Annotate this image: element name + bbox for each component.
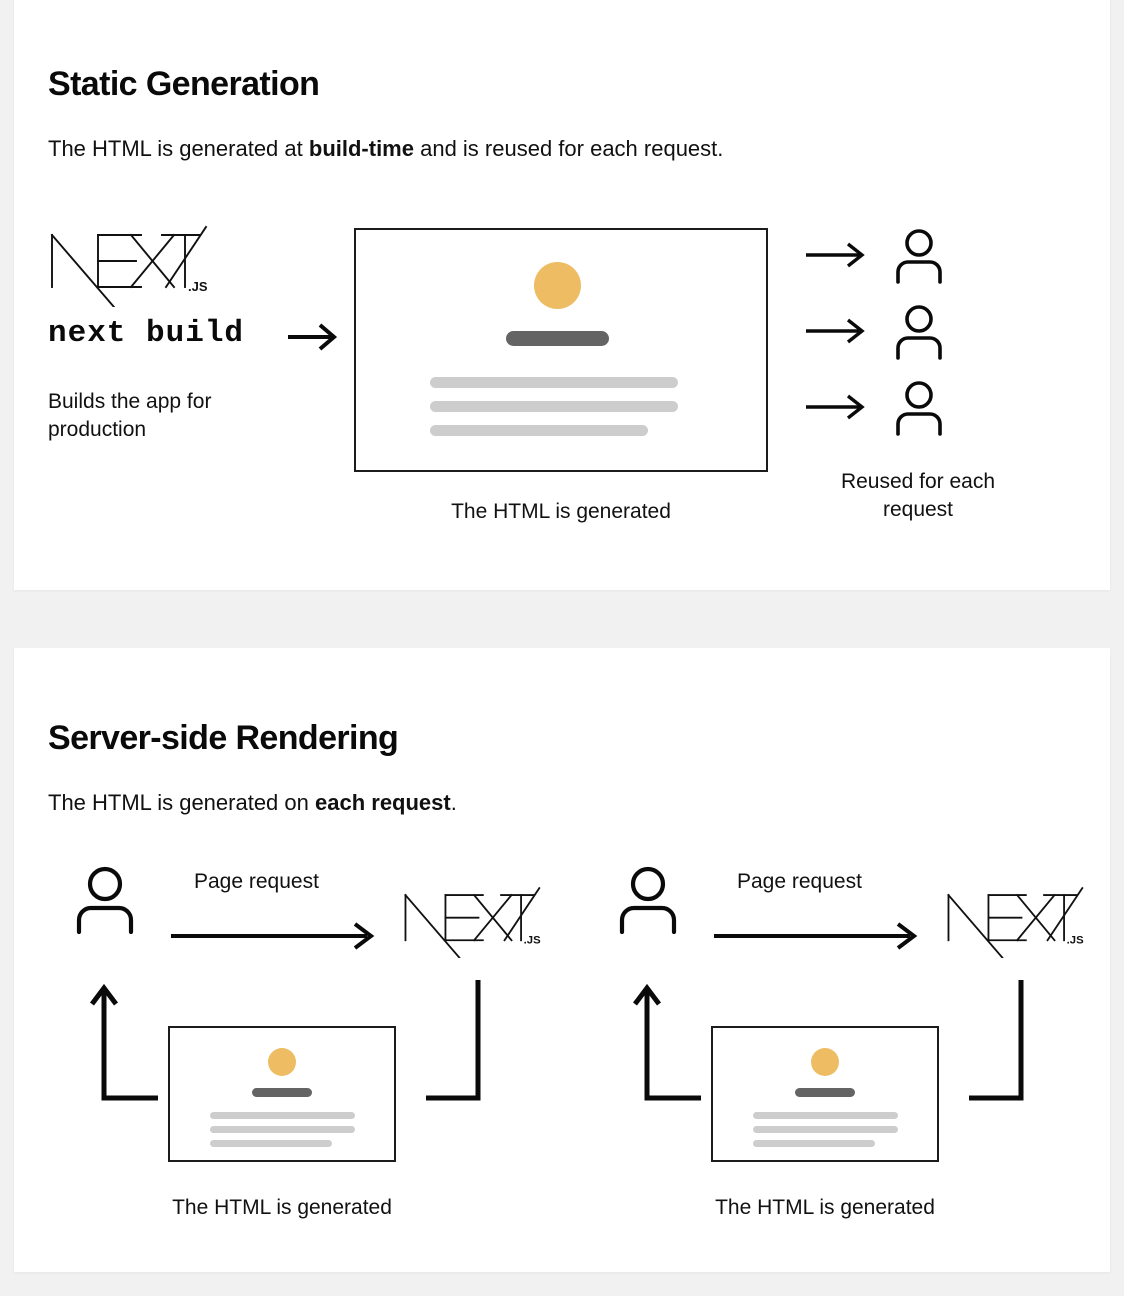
page-mockup-caption: The HTML is generated: [451, 500, 671, 523]
desc-part-3: and is reused for each request.: [413, 136, 724, 161]
arrow-right-icon: [169, 920, 379, 952]
desc-part-1: The HTML is generated on: [48, 790, 315, 815]
render-return-arrow-icon: [86, 978, 162, 1108]
user-icon: [70, 866, 140, 934]
build-note-line-2: production: [48, 418, 147, 442]
nextjs-logo: .JS: [402, 886, 548, 958]
page-mockup-text-line: [210, 1126, 355, 1133]
page-mockup-avatar-circle: [534, 262, 581, 309]
page-mockup-avatar-circle: [268, 1048, 296, 1076]
desc-part-3: .: [450, 790, 457, 815]
page-mockup-text-line: [753, 1126, 898, 1133]
page-mockup-text-line: [753, 1112, 898, 1119]
page-mockup-caption: The HTML is generated: [715, 1196, 935, 1219]
response-connector-line: [965, 978, 1031, 1108]
page-mockup-title-bar: [506, 331, 609, 346]
render-return-arrow-icon: [629, 978, 705, 1108]
page-mockup-text-line: [210, 1112, 355, 1119]
page-request-label: Page request: [194, 870, 319, 893]
page-mockup: [168, 1026, 396, 1162]
server-side-rendering-card: Server-side Rendering The HTML is genera…: [14, 648, 1110, 1272]
arrow-right-icon: [712, 920, 922, 952]
page-mockup: [354, 228, 768, 472]
page-mockup-title-bar: [252, 1088, 312, 1097]
arrow-right-icon: [804, 238, 870, 272]
page-mockup-text-line: [430, 401, 678, 412]
page-title: Server-side Rendering: [48, 718, 399, 757]
nextjs-logo-suffix: .JS: [188, 279, 208, 294]
response-connector-line: [422, 978, 488, 1108]
page-mockup-text-line: [430, 425, 648, 436]
reused-caption-line-1: Reused for each: [840, 470, 996, 493]
page-mockup-caption: The HTML is generated: [172, 1196, 392, 1219]
arrow-right-icon: [804, 314, 870, 348]
reused-caption: Reused for each request: [794, 468, 1042, 525]
page-request-label: Page request: [737, 870, 862, 893]
nextjs-logo: .JS: [945, 886, 1091, 958]
build-note: Builds the app for production: [48, 388, 298, 445]
arrow-right-icon: [804, 390, 870, 424]
static-generation-description: The HTML is generated at build-time and …: [48, 136, 723, 162]
user-icon: [890, 380, 948, 436]
page-mockup-title-bar: [795, 1088, 855, 1097]
arrow-right-icon: [286, 320, 342, 354]
next-build-command: next build: [48, 316, 244, 351]
ssr-description: The HTML is generated on each request.: [48, 790, 457, 816]
nextjs-logo-suffix: .JS: [524, 935, 541, 947]
page-mockup-text-line: [430, 377, 678, 388]
user-icon: [613, 866, 683, 934]
user-icon: [890, 304, 948, 360]
build-note-line-1: Builds the app for: [48, 390, 212, 413]
reused-caption-line-2: request: [882, 498, 954, 522]
static-generation-card: Static Generation The HTML is generated …: [14, 0, 1110, 590]
page-mockup: [711, 1026, 939, 1162]
page-mockup-text-line: [210, 1140, 332, 1147]
desc-part-1: The HTML is generated at: [48, 136, 309, 161]
nextjs-logo-suffix: .JS: [1067, 935, 1084, 947]
nextjs-logo: .JS: [48, 225, 216, 307]
desc-part-bold: build-time: [308, 136, 414, 161]
page-mockup-text-line: [753, 1140, 875, 1147]
command-text: next build: [48, 316, 245, 351]
page-mockup-avatar-circle: [811, 1048, 839, 1076]
page-title: Static Generation: [48, 64, 320, 103]
desc-part-bold: each request: [315, 790, 451, 815]
user-icon: [890, 228, 948, 284]
